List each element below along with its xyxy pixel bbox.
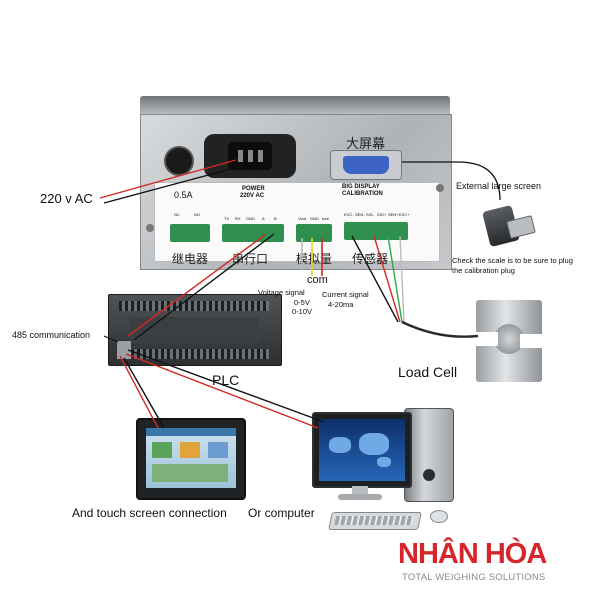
relay-pin-nc: NC — [174, 212, 180, 217]
sensor-pin-exc-minus: EXC- — [344, 212, 354, 217]
external-screen-label: External large screen — [456, 181, 542, 191]
hmi-display — [146, 428, 236, 488]
wire-ac-red — [99, 159, 237, 199]
com-label: com — [307, 274, 328, 286]
wire-external-screen — [402, 161, 501, 201]
serial-pin-b: B — [274, 216, 277, 221]
device-top-rim — [140, 96, 450, 114]
wire-serial-black — [133, 233, 275, 341]
brand-logo-name: NHÂN HÒA — [398, 538, 547, 570]
wire-sensor-green — [387, 235, 403, 323]
sensor-terminal-block — [344, 222, 408, 240]
touch-screen-label: And touch screen connection — [72, 506, 227, 520]
wire-serial-red — [127, 233, 267, 337]
sensor-pin-sen-minus: SEN- — [355, 212, 365, 217]
ac-input-label: 220 v AC — [40, 191, 93, 206]
analog-pin-vout: Vout — [298, 216, 307, 221]
power-label: POWER — [242, 186, 265, 192]
pc-mouse — [430, 510, 448, 523]
voltage-range-2: 0-10V — [292, 307, 313, 316]
current-range-label: 4-20ma — [328, 300, 354, 309]
sensor-pin-sig-minus: SIG- — [366, 212, 375, 217]
rs485-label: 485 communication — [12, 330, 91, 340]
db15-connector — [330, 150, 402, 180]
power-voltage-label: 220V AC — [240, 193, 265, 199]
analog-terminal-block — [296, 224, 332, 242]
load-cell-cable — [401, 320, 479, 338]
analog-pin-gnd: GND — [310, 216, 319, 221]
voltage-signal-label: Voltage signal — [258, 288, 305, 297]
sensor-label: 传感器 — [352, 252, 389, 266]
rating-label: 0.5A — [174, 190, 193, 200]
big-screen-label: 大屏幕 — [346, 137, 386, 152]
calibration-note: Check the scale is to be sure to plug th… — [452, 256, 573, 275]
analog-pin-iout: Iout — [322, 216, 329, 221]
calibration-label: CALIBRATION — [342, 191, 383, 197]
fuse-holder — [164, 146, 194, 176]
voltage-range-1: 0-5V — [294, 298, 310, 307]
wire-sensor-red — [373, 235, 401, 323]
brand-tagline: TOTAL WEIGHING SOLUTIONS — [402, 572, 546, 583]
analog-label: 模拟量 — [296, 252, 333, 266]
plc-label: PLC — [212, 372, 240, 388]
power-socket — [204, 134, 296, 178]
sensor-pin-sig-plus: SIG+ — [377, 212, 387, 217]
relay-label: 继电器 — [172, 252, 209, 266]
touch-screen-hmi — [136, 418, 246, 500]
serial-pin-gnd: GND — [246, 216, 255, 221]
wire-sensor-black — [351, 235, 399, 323]
wire-touch-red — [119, 355, 159, 429]
screw — [146, 224, 154, 232]
big-display-label: BIG DISPLAY — [342, 184, 380, 190]
pointer-485 — [103, 335, 119, 343]
serial-port-label: 串行口 — [232, 252, 269, 266]
relay-terminal-block — [170, 224, 210, 242]
computer-label: Or computer — [248, 506, 315, 520]
computer — [300, 400, 460, 540]
screw — [436, 184, 444, 192]
current-signal-label: Current signal — [322, 290, 369, 299]
wire-ac-black — [103, 165, 243, 204]
serial-pin-tx: TX — [224, 216, 230, 221]
sensor-pin-sen-plus: SEN+ — [388, 212, 399, 217]
pc-screen — [319, 419, 405, 481]
pc-tower — [404, 408, 454, 502]
wire-pc-red — [125, 353, 319, 429]
sensor-pin-exc-plus: EXC+ — [399, 212, 410, 217]
serial-pin-rx: RX — [235, 216, 241, 221]
serial-pin-a: A — [262, 216, 265, 221]
wire-pc-black — [127, 349, 325, 423]
load-cell — [476, 300, 542, 382]
load-cell-label: Load Cell — [398, 364, 458, 380]
wire-sensor-white — [399, 235, 405, 323]
relay-pin-no: NO — [194, 212, 200, 217]
wire-touch-black — [123, 357, 165, 429]
